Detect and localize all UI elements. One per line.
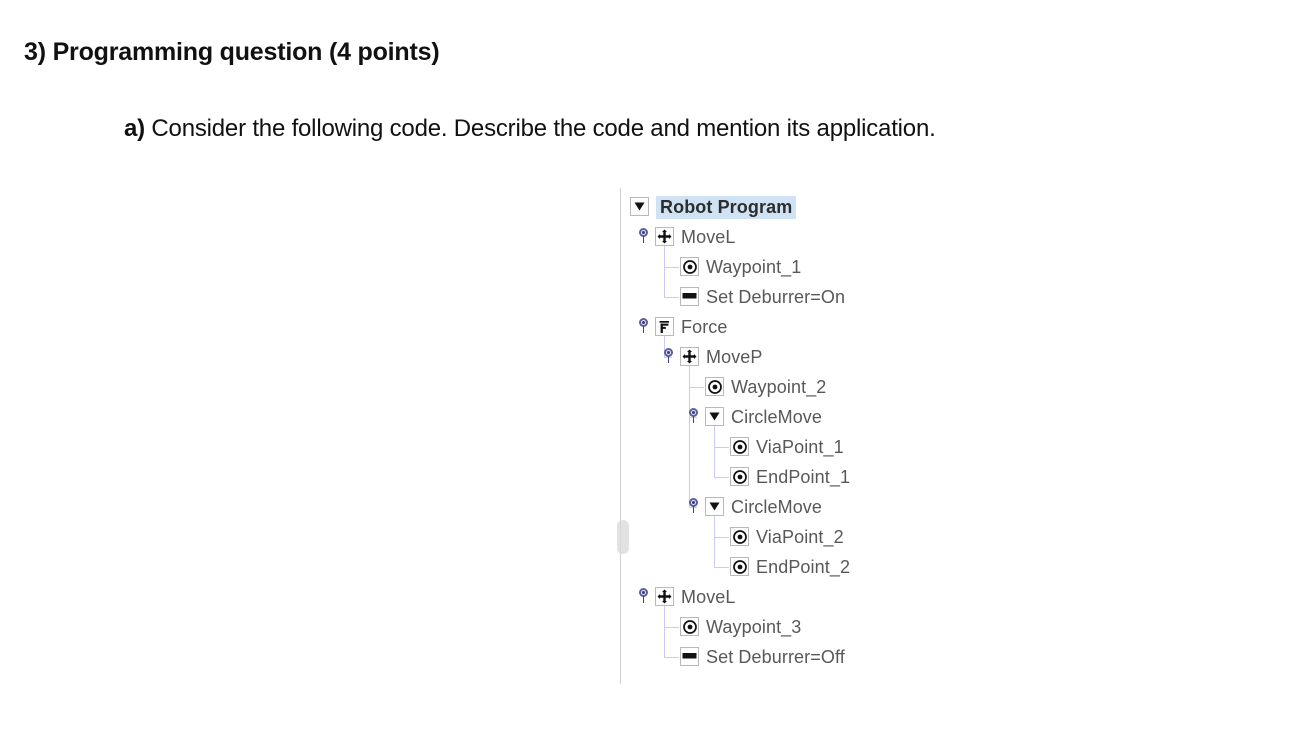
waypoint-target-icon bbox=[730, 467, 749, 486]
triangle-down-icon bbox=[630, 197, 649, 216]
tree-row[interactable]: CircleMove bbox=[620, 402, 920, 432]
move-cross-icon bbox=[655, 227, 674, 246]
waypoint-target-icon bbox=[680, 617, 699, 636]
tree-trunk-line bbox=[714, 426, 715, 477]
tree-row[interactable]: MoveP bbox=[620, 342, 920, 372]
force-f-icon bbox=[655, 317, 674, 336]
tree-node-label: Waypoint_2 bbox=[731, 377, 827, 397]
question-a-text: a) Consider the following code. Describe… bbox=[124, 115, 936, 143]
tree-node-label: EndPoint_2 bbox=[756, 557, 851, 577]
scrollbar-nub[interactable] bbox=[617, 520, 629, 554]
set-bar-icon bbox=[680, 647, 699, 666]
tree-trunk-line bbox=[664, 246, 665, 297]
tree-trunk-line bbox=[714, 516, 715, 567]
panel-left-border bbox=[620, 188, 621, 684]
tree-row[interactable]: ViaPoint_1 bbox=[620, 432, 920, 462]
tree-node-label: CircleMove bbox=[731, 407, 823, 427]
tree-node-label: ViaPoint_2 bbox=[756, 527, 844, 547]
waypoint-target-icon bbox=[730, 527, 749, 546]
tree-branch-line bbox=[664, 297, 679, 298]
expand-collapse-handle-icon[interactable] bbox=[638, 588, 651, 603]
question-a-marker: a) bbox=[124, 115, 145, 142]
tree-branch-line bbox=[664, 627, 679, 628]
tree-row[interactable]: EndPoint_2 bbox=[620, 552, 920, 582]
tree-branch-line bbox=[714, 477, 729, 478]
tree-node-label: MoveL bbox=[681, 227, 736, 247]
tree-branch-line bbox=[714, 537, 729, 538]
waypoint-target-icon bbox=[705, 377, 724, 396]
tree-node-label: Robot Program bbox=[656, 196, 797, 219]
triangle-down-icon bbox=[705, 407, 724, 426]
tree-row[interactable]: MoveL bbox=[620, 582, 920, 612]
tree-branch-line bbox=[664, 267, 679, 268]
tree-row[interactable]: Waypoint_1 bbox=[620, 252, 920, 282]
set-bar-icon bbox=[680, 287, 699, 306]
tree-branch-line bbox=[664, 657, 679, 658]
tree-trunk-line bbox=[664, 336, 665, 357]
tree-node-label: Set Deburrer=On bbox=[706, 287, 846, 307]
tree-row[interactable]: Robot Program bbox=[620, 192, 920, 222]
expand-collapse-handle-icon[interactable] bbox=[638, 228, 651, 243]
expand-collapse-handle-icon[interactable] bbox=[638, 318, 651, 333]
tree-branch-line bbox=[714, 447, 729, 448]
tree-branch-line bbox=[714, 567, 729, 568]
tree-row[interactable]: Force bbox=[620, 312, 920, 342]
triangle-down-icon bbox=[705, 497, 724, 516]
tree-node-label: Set Deburrer=Off bbox=[706, 647, 845, 667]
move-cross-icon bbox=[655, 587, 674, 606]
tree-trunk-line bbox=[689, 366, 690, 507]
tree-row[interactable]: Set Deburrer=On bbox=[620, 282, 920, 312]
tree-node-label: CircleMove bbox=[731, 497, 823, 517]
tree-row[interactable]: MoveL bbox=[620, 222, 920, 252]
tree-node-label: Force bbox=[681, 317, 728, 337]
waypoint-target-icon bbox=[730, 437, 749, 456]
tree-node-label: MoveP bbox=[706, 347, 763, 367]
tree-branch-line bbox=[689, 387, 704, 388]
tree-row[interactable]: Waypoint_2 bbox=[620, 372, 920, 402]
page-title: 3) Programming question (4 points) bbox=[24, 38, 440, 66]
tree-node-label: Waypoint_1 bbox=[706, 257, 802, 277]
move-cross-icon bbox=[680, 347, 699, 366]
waypoint-target-icon bbox=[680, 257, 699, 276]
tree-node-label: Waypoint_3 bbox=[706, 617, 802, 637]
tree-row[interactable]: EndPoint_1 bbox=[620, 462, 920, 492]
tree-row[interactable]: Set Deburrer=Off bbox=[620, 642, 920, 672]
waypoint-target-icon bbox=[730, 557, 749, 576]
tree-row[interactable]: Waypoint_3 bbox=[620, 612, 920, 642]
question-a-body: Consider the following code. Describe th… bbox=[144, 115, 936, 142]
tree-node-label: MoveL bbox=[681, 587, 736, 607]
tree-row[interactable]: CircleMove bbox=[620, 492, 920, 522]
expand-collapse-handle-icon[interactable] bbox=[688, 498, 701, 513]
tree-node-label: ViaPoint_1 bbox=[756, 437, 844, 457]
tree-trunk-line bbox=[664, 606, 665, 657]
tree-node-label: EndPoint_1 bbox=[756, 467, 851, 487]
tree-row[interactable]: ViaPoint_2 bbox=[620, 522, 920, 552]
expand-collapse-handle-icon[interactable] bbox=[663, 348, 676, 363]
expand-collapse-handle-icon[interactable] bbox=[688, 408, 701, 423]
